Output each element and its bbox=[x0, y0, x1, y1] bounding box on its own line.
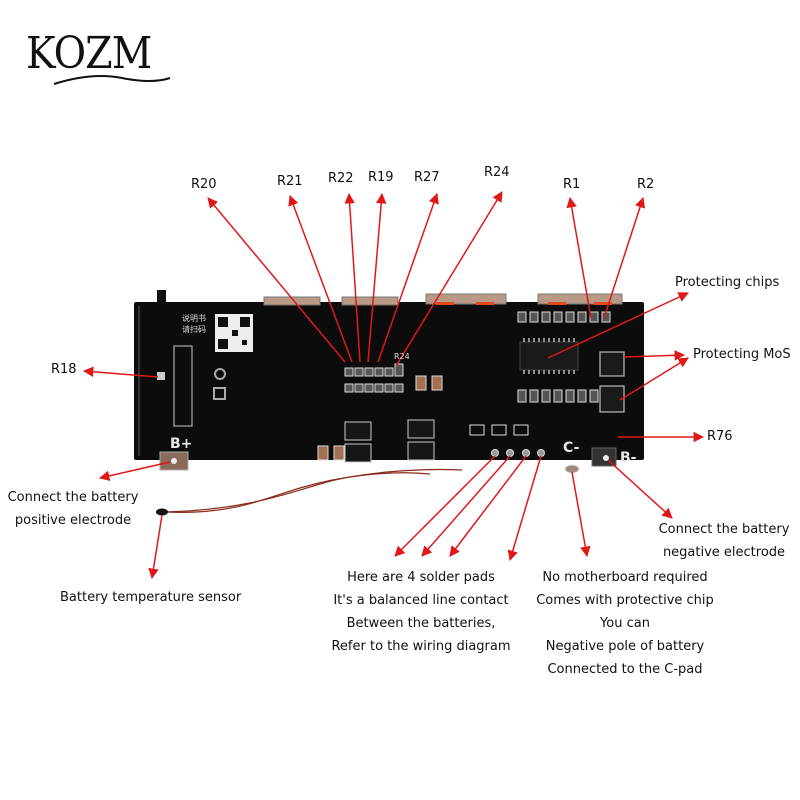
arrow-r2 bbox=[603, 197, 646, 319]
solder-pads-line-3: Between the batteries, bbox=[346, 616, 496, 631]
balance-pad-1 bbox=[491, 449, 499, 457]
label-positive-electrode: Connect the battery positive electrode bbox=[5, 486, 141, 532]
label-r21: R21 bbox=[277, 174, 303, 189]
arrow-negative-electrode bbox=[607, 459, 673, 519]
protection-ic bbox=[519, 338, 579, 374]
balance-pads bbox=[491, 449, 545, 457]
arrow-r20 bbox=[207, 197, 346, 363]
connector-1 bbox=[263, 296, 321, 306]
arrow-balance-pad-1 bbox=[394, 455, 496, 557]
arrow-r21 bbox=[288, 195, 353, 363]
left-resistor-array bbox=[173, 345, 193, 427]
capacitors bbox=[317, 375, 443, 461]
arrow-balance-pad-2 bbox=[421, 455, 511, 557]
label-r1: R1 bbox=[563, 177, 581, 192]
arrow-balance-pad-4 bbox=[507, 455, 542, 562]
label-r2: R2 bbox=[637, 177, 655, 192]
label-r20: R20 bbox=[191, 177, 217, 192]
negative-line-1: Connect the battery bbox=[658, 522, 790, 537]
label-solder-pads: Here are 4 solder pads It's a balanced l… bbox=[326, 566, 516, 658]
resistor-row-bottom bbox=[517, 389, 599, 403]
arrow-protecting-mos-2 bbox=[619, 357, 689, 401]
label-r76: R76 bbox=[707, 429, 733, 444]
label-r22: R22 bbox=[328, 171, 354, 186]
solder-pads-line-1: Here are 4 solder pads bbox=[347, 570, 495, 585]
arrow-r27 bbox=[377, 193, 439, 363]
arrow-temperature-sensor bbox=[148, 514, 163, 580]
transistor-row bbox=[469, 424, 529, 436]
connector-2 bbox=[341, 296, 399, 306]
arrow-c-pad bbox=[571, 471, 591, 558]
silk-r24: R24 bbox=[394, 352, 410, 361]
solder-pads-line-2: It's a balanced line contact bbox=[333, 593, 509, 608]
b-plus-solder-point bbox=[171, 458, 177, 464]
r18-resistor bbox=[157, 372, 165, 380]
arrow-r18 bbox=[82, 366, 159, 378]
positive-line-2: positive electrode bbox=[14, 513, 132, 528]
arrow-r24 bbox=[395, 191, 503, 367]
mosfet-packages bbox=[344, 419, 435, 463]
arrow-protecting-chips bbox=[547, 292, 689, 359]
arrow-r1 bbox=[566, 196, 592, 319]
center-resistor-cluster bbox=[344, 363, 404, 393]
c-minus-pad bbox=[564, 464, 580, 474]
silk-scan: 请扫码 bbox=[182, 325, 206, 334]
slide-switch bbox=[157, 290, 166, 304]
b-minus-solder-point bbox=[603, 455, 609, 461]
arrow-r19 bbox=[367, 192, 387, 363]
arrow-r22 bbox=[344, 192, 361, 363]
silk-b-plus: B+ bbox=[170, 436, 193, 452]
logo-swash bbox=[53, 75, 171, 85]
label-r24: R24 bbox=[484, 165, 510, 180]
pcb-edge bbox=[138, 306, 140, 456]
solder-pads-line-4: Refer to the wiring diagram bbox=[331, 639, 511, 654]
label-r27: R27 bbox=[414, 170, 440, 185]
qr-code bbox=[215, 314, 253, 352]
resistor-row-top bbox=[517, 311, 611, 323]
balance-pad-3 bbox=[522, 449, 530, 457]
label-r19: R19 bbox=[368, 170, 394, 185]
silk-manual: 说明书 bbox=[182, 314, 206, 323]
c-pad-line-2: Comes with protective chip bbox=[536, 593, 714, 608]
test-point-2 bbox=[213, 387, 226, 400]
brand-logo: KOZM bbox=[26, 28, 152, 79]
silk-c-minus: C- bbox=[563, 440, 580, 456]
label-protecting-chips: Protecting chips bbox=[675, 275, 780, 290]
c-pad-line-1: No motherboard required bbox=[542, 570, 708, 585]
arrow-balance-pad-3 bbox=[449, 455, 527, 557]
negative-line-2: negative electrode bbox=[662, 545, 786, 560]
positive-line-1: Connect the battery bbox=[7, 490, 139, 505]
arrow-positive-electrode bbox=[98, 461, 171, 482]
c-pad-line-4: Negative pole of battery bbox=[545, 639, 705, 654]
temperature-sensor-probe bbox=[156, 508, 168, 516]
arrow-protecting-mos-1 bbox=[623, 350, 686, 361]
c-pad-line-3: You can bbox=[600, 616, 650, 631]
label-protecting-mos: Protecting MoS bbox=[693, 347, 791, 362]
label-c-pad: No motherboard required Comes with prote… bbox=[530, 566, 720, 681]
balance-pad-2 bbox=[506, 449, 514, 457]
mos-chip-1 bbox=[599, 351, 625, 377]
test-point-1 bbox=[214, 368, 226, 380]
temperature-sensor-wire bbox=[164, 468, 463, 513]
silk-b-minus: B- bbox=[620, 450, 637, 466]
connector-4 bbox=[537, 293, 623, 305]
c-pad-line-5: Connected to the C-pad bbox=[547, 662, 703, 677]
balance-pad-4 bbox=[537, 449, 545, 457]
mos-chip-2 bbox=[599, 385, 625, 413]
label-r18: R18 bbox=[51, 362, 77, 377]
label-negative-electrode: Connect the battery negative electrode bbox=[654, 518, 794, 564]
connector-3 bbox=[425, 293, 507, 305]
label-temperature-sensor: Battery temperature sensor bbox=[60, 590, 242, 605]
